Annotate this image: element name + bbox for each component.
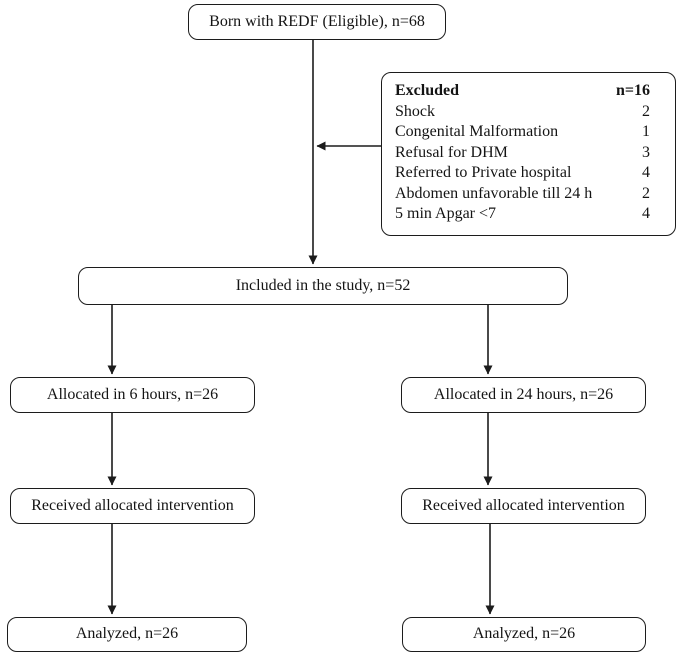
flow-box-excluded: Excluded n=16 Shock 2 Congenital Malform… <box>381 72 676 236</box>
flow-box-included: Included in the study, n=52 <box>78 267 568 305</box>
flow-box-allocated-6h: Allocated in 6 hours, n=26 <box>10 377 255 413</box>
excluded-item-label: Referred to Private hospital <box>395 164 572 181</box>
excluded-item-label: 5 min Apgar <7 <box>395 205 497 222</box>
received-left-label: Received allocated intervention <box>31 496 234 514</box>
flow-box-eligible: Born with REDF (Eligible), n=68 <box>188 4 446 40</box>
flow-box-received-left: Received allocated intervention <box>10 488 255 524</box>
excluded-item-label: Congenital Malformation <box>395 123 559 140</box>
excluded-item-row: 5 min Apgar <7 4 <box>395 204 650 225</box>
received-right-label: Received allocated intervention <box>422 496 625 514</box>
excluded-item-label: Refusal for DHM <box>395 143 508 161</box>
eligible-label: Born with REDF (Eligible), n=68 <box>209 12 425 30</box>
excluded-item-count: 2 <box>642 102 650 120</box>
excluded-total: n=16 <box>615 82 650 99</box>
excluded-item-row: Abdomen unfavorable till 24 h 2 <box>395 184 650 205</box>
excluded-item-count: 2 <box>642 184 650 202</box>
excluded-item-count: 3 <box>642 143 650 161</box>
flow-box-received-right: Received allocated intervention <box>401 488 646 524</box>
excluded-title: Excluded <box>395 82 460 99</box>
analyzed-left-label: Analyzed, n=26 <box>75 625 179 643</box>
excluded-item-label: Abdomen unfavorable till 24 h <box>395 184 593 202</box>
excluded-item-row: Refusal for DHM 3 <box>395 143 650 164</box>
allocated-6h-label: Allocated in 6 hours, n=26 <box>46 385 219 403</box>
flow-box-analyzed-left: Analyzed, n=26 <box>7 617 247 652</box>
excluded-item-count: 4 <box>642 164 650 181</box>
flow-box-allocated-24h: Allocated in 24 hours, n=26 <box>401 377 646 413</box>
included-label: Included in the study, n=52 <box>235 276 411 294</box>
flow-box-analyzed-right: Analyzed, n=26 <box>402 617 646 652</box>
excluded-item-count: 1 <box>642 123 650 140</box>
excluded-item-row: Congenital Malformation 1 <box>395 122 650 143</box>
allocated-24h-label: Allocated in 24 hours, n=26 <box>433 385 614 403</box>
analyzed-right-label: Analyzed, n=26 <box>472 625 576 643</box>
excluded-item-row: Referred to Private hospital 4 <box>395 163 650 184</box>
excluded-item-row: Shock 2 <box>395 102 650 123</box>
excluded-item-count: 4 <box>642 205 650 222</box>
excluded-header-row: Excluded n=16 <box>395 81 650 102</box>
excluded-item-label: Shock <box>395 102 435 120</box>
